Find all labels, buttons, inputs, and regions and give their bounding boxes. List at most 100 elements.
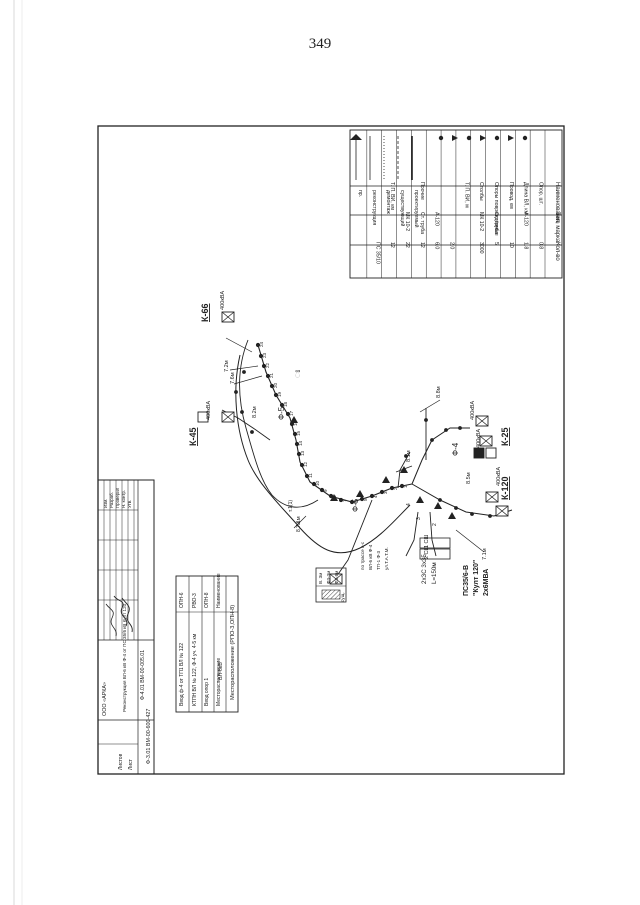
pole-marker [424,418,428,422]
small-note: ТП-1 Ф-3 [376,551,381,570]
legend-cell-name: Столбы [478,182,484,201]
pole-marker [404,454,408,458]
cable-line [239,339,319,508]
node-label: 2 [432,523,438,526]
pole-marker [234,390,238,394]
legend-cell-name: Т. П. ВИ, км [389,182,395,210]
pole-number: 11 [308,473,313,478]
pole-marker [265,373,271,379]
leader-line [225,337,253,353]
pole-number: 17 [289,410,294,416]
legend-cell-type: A-120 [523,212,529,226]
transformer-label: 7.2м [224,360,230,372]
legend-cell-name: Длина ВЛ, км [523,182,529,215]
pole-number: 12 [303,461,308,467]
pole-marker [311,481,317,487]
pole-marker [458,426,462,430]
pole-number: 18 [283,401,288,407]
cell-box [419,537,451,549]
transformer-label: 400кВА [476,429,482,448]
leader-line [455,529,485,553]
organization: ООО «АРКА» [102,682,108,716]
substation-line: "Култ 120" [473,560,480,596]
project-table-cell: ОПН-8 [204,592,210,608]
pole-marker [285,411,291,417]
legend-cell-type: A-120 [434,212,440,226]
legend-cell-qty: 12 [389,242,395,248]
legend-cell-type: МК 10-2 [478,212,484,231]
legend-note: существующий [399,190,406,227]
transformer-label: 400кВА [496,467,502,486]
transformer-label: 400кВА [220,291,226,310]
legend-note: демонтаж [385,190,391,214]
arrester-marker [290,416,298,423]
legend-cell-qty: ПС 35/10 [374,242,380,264]
branch-line [411,427,470,485]
arrester-symbol [508,135,514,141]
branch-line [397,451,411,489]
legend-cell-qty: 3000 [478,242,484,254]
pole-marker [299,462,305,468]
project-table-subtitle: ВЛ-6кВ [218,662,224,680]
pole-number: 1 [403,485,408,488]
legend-cell-qty: 10 [508,242,514,248]
drawing-frame [97,125,565,775]
title-role: Разраб. [109,492,114,508]
project-table: Месторасположение (РПО-3,ОПН-8)ВЛ-6кВНаи… [175,573,239,713]
pole-number: 10 [315,480,320,486]
legend-cell-qty: 2.0 [449,242,455,249]
bus-label: К-120 [500,476,510,500]
pole-marker [488,514,492,518]
pole-marker [399,483,405,489]
pole-marker [242,370,246,374]
substation-line: ПС35/6-В [463,565,470,596]
project-table-cell: Ввод опор 1 [204,678,210,706]
arrester-symbol [480,135,486,141]
pole-number: 13 [300,450,305,456]
pole-number: 2 [393,487,398,490]
bus-label: К-45 [188,427,198,446]
project-table-cell: РВО-3 [192,593,198,608]
network-schematic: 242322212019181716151413121110987654321 … [197,311,513,585]
transformer-box [473,447,485,459]
pole-number: 4 [373,495,378,498]
stray-mark: ଃ [295,369,302,378]
feeder-line [257,344,413,503]
signature [113,595,128,627]
node-label: т.1(1) [288,500,294,512]
small-note: ВЛ-6 кВ Ф-4 [368,544,373,570]
pole-number: 14 [298,440,303,446]
bus-label: К-25 [500,427,510,446]
cell-box-label: 1 СШ [424,535,430,548]
legend-cell-name: Прочие [419,182,425,200]
cell-box [419,548,451,560]
leader-line [419,399,441,413]
legend-cell-qty: 1.8 [523,242,529,249]
transformer-label: 7.1м [296,516,302,528]
substation-cable: 2хЗС 3х35 [421,554,428,584]
pole-marker [338,497,344,503]
transformer-label: 400кВА [470,401,476,420]
legend-header-cell: Тип, марка [554,212,560,243]
legend-cell-qty: 12 [419,242,425,248]
legend-cell-qty: 22 [404,242,410,248]
node-label: 4 [406,503,412,506]
arrester-marker [416,496,424,503]
sheets-label: Листов [118,753,124,770]
pole-marker [255,342,261,348]
pole-number: 15 [296,430,301,436]
transformer-label: 8.5м [466,472,472,484]
pole-number: 7 [342,499,347,502]
substation-line: 2х6МВА [483,569,490,596]
pole-marker [294,441,300,447]
pole-marker [258,353,264,359]
title-role: Изм. [103,499,108,508]
pole-number: 6 [353,501,358,504]
leader-line [233,375,263,385]
pole-marker [389,485,395,491]
project-table-cell: КТПН ВЛ № 122, Ф-4 уч. 4-5 км [192,633,198,706]
